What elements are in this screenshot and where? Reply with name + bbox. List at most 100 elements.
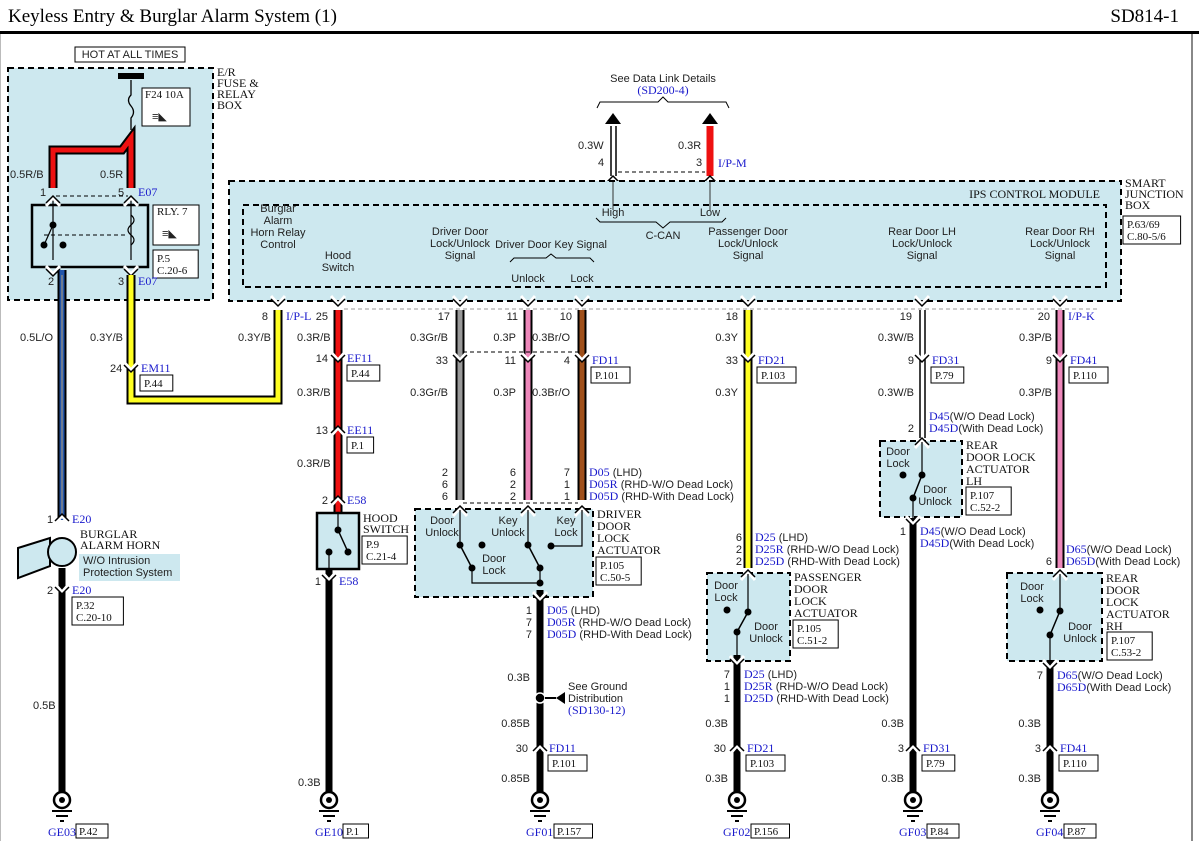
connector-id: D45 (920, 524, 941, 538)
gf03-ground-ref-box (926, 823, 960, 839)
rear-rh-actuator-chevron-edge (1042, 662, 1058, 672)
fd31-bottom-ref (921, 754, 956, 772)
d05-variant: D05R (RHD-W/O Dead Lock) (589, 477, 733, 491)
signal-pin: 8 (262, 311, 268, 323)
pin-number: 9 (908, 355, 914, 367)
passenger-actuator-chevron-edge (740, 568, 756, 578)
switch-label-door-unlock: Unlock (425, 527, 459, 539)
em11-ref (139, 374, 174, 392)
ips-control-module (242, 204, 1107, 288)
fuse-relay-box-label: RELAY (217, 87, 256, 101)
d05-variant: D05D (RHD-With Dead Lock) (589, 489, 734, 503)
pin-number: 6 (736, 532, 742, 544)
fuse-relay-box-label: FUSE & (217, 76, 259, 90)
diagram-title: Keyless Entry & Burglar Alarm System (1) (8, 6, 337, 27)
connector-id: D05R (589, 477, 618, 491)
signal-label-5: Signal (733, 250, 764, 262)
signal-pin-chevron (519, 295, 537, 307)
pin-number: 7 (724, 669, 730, 681)
wire-spec: 0.3W/B (878, 387, 914, 399)
variant-note: (With Dead Lock) (1086, 682, 1171, 694)
hood-chevron-edge (330, 354, 346, 364)
pin-number: 6 (442, 479, 448, 491)
rear-rh-actuator-chevron (1051, 569, 1069, 581)
connector-id: D25D (744, 691, 774, 705)
fd41-ref-text: P.110 (1073, 370, 1097, 382)
smart-junction-box-label: BOX (1125, 198, 1151, 212)
pin-number: 30 (516, 743, 528, 755)
signal-label-4: Lock (570, 273, 594, 285)
signal-pin-chevron (269, 295, 287, 307)
signal-pin-chevron-edge (914, 298, 930, 308)
driver-actuator-ref-text: C.50-5 (600, 572, 631, 584)
variant-note: (W/O Dead Lock) (950, 411, 1035, 423)
pin-number: 7 (526, 617, 532, 629)
fd11-ref (590, 366, 631, 384)
driver-actuator-chevron-edge (520, 504, 536, 514)
wire-spec: 0.5B (33, 700, 56, 712)
rear-lh-actuator-ref (965, 486, 1012, 516)
d45-variant: D45D(With Dead Lock) (929, 421, 1043, 435)
d25-variant: D25D (RHD-With Dead Lock) (755, 554, 900, 568)
gf03-ground-icon-center (910, 797, 916, 803)
fuse-rating: F24 10A (145, 89, 184, 101)
passenger-actuator-ref-text: C.51-2 (797, 635, 827, 647)
hood-chevron-edge (321, 574, 337, 584)
connector-id: FD41 (1060, 741, 1087, 755)
switch-contact (478, 541, 486, 549)
ground-dist-text: See Ground (568, 681, 627, 693)
connector-id: D25D (755, 554, 785, 568)
horn-chevron (53, 583, 71, 595)
pin-number: 7 (564, 467, 570, 479)
signal-pin: 10 (560, 311, 572, 323)
d05-variant: D05R (RHD-W/O Dead Lock) (547, 615, 691, 629)
fd41-bottom-chevron-edge (1042, 742, 1058, 752)
driver-actuator-chevron-edge (532, 594, 548, 604)
d65-variant: D65D(With Dead Lock) (1057, 680, 1171, 694)
em11-chevron (122, 361, 140, 373)
signal-pin-chevron-edge (740, 298, 756, 308)
connector-id: D25 (744, 667, 765, 681)
rear-rh-actuator-ref-text: C.53-2 (1111, 647, 1141, 659)
pin-number: 2 (736, 544, 742, 556)
signal-label-6: Lock/Unlock (892, 238, 952, 250)
signal-label-1: Switch (322, 262, 354, 274)
fd21-chevron (739, 351, 757, 363)
switch-arm (1049, 610, 1061, 636)
signal-pin-chevron (913, 295, 931, 307)
rear-rh-actuator-ref-text: P.107 (1111, 635, 1136, 647)
switch-contact (547, 542, 555, 550)
pin-number: 3 (118, 276, 124, 288)
signal-pin: 25 (316, 311, 328, 323)
rear-lh-actuator-ref-text: P.107 (970, 490, 995, 502)
relay-pin-chevron (44, 195, 62, 207)
fuse-relay-box-label: BOX (217, 98, 243, 112)
em11-chevron-edge (123, 364, 139, 374)
wire-spec: 0.3Br/O (532, 387, 570, 399)
pin-number: 3 (898, 743, 904, 755)
driver-actuator-ref (595, 556, 642, 586)
gf04-ground-icon-center (1047, 797, 1053, 803)
smart-junction-box-label: SMART (1125, 176, 1166, 190)
variant-note: (RHD-With Dead Lock) (618, 491, 734, 503)
switch-label-door-lock: Door (482, 553, 506, 565)
fd41-chevron (1051, 351, 1069, 363)
wire-spec: 0.3Y/B (90, 332, 123, 344)
fd31-bottom-ref-text: P.79 (926, 758, 945, 770)
passenger-actuator-name: DOOR (794, 582, 828, 596)
signal-label-2: Lock/Unlock (430, 238, 490, 250)
driver-actuator-chevron (451, 505, 469, 517)
c-can-label: C-CAN (646, 230, 681, 242)
signal-pin-chevron-edge (1052, 298, 1068, 308)
wire-spec: 0.3P/B (1019, 332, 1052, 344)
variant-note: (RHD-With Dead Lock) (773, 693, 889, 705)
rear-rh-actuator-name: DOOR (1106, 583, 1140, 597)
relay-label-box (152, 204, 200, 246)
ge10-ground-id: GE10 (315, 825, 343, 839)
connector-id: D25 (755, 530, 776, 544)
switch-arm (459, 544, 473, 569)
signal-label-5: Passenger Door (708, 226, 788, 238)
switch-label-key-lock: Lock (554, 527, 578, 539)
horn-ref-text: C.20-10 (76, 612, 112, 624)
